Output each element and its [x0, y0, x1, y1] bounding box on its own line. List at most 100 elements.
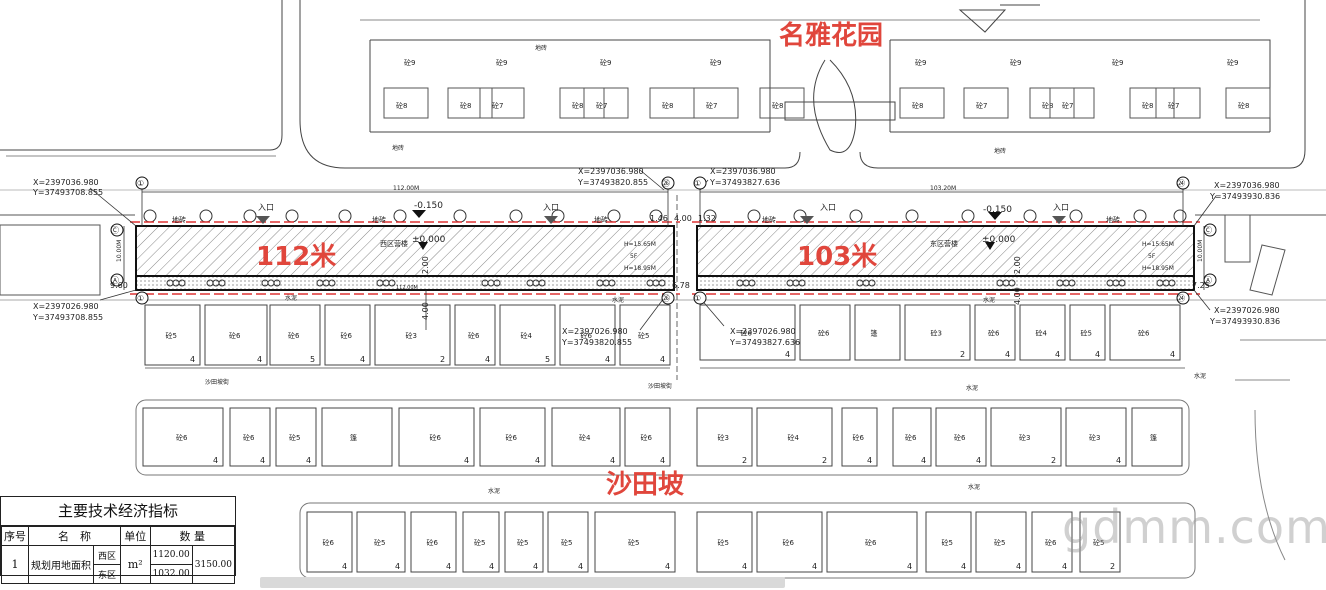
- building-outline: [306, 511, 353, 573]
- building-label: 砼6: [506, 433, 518, 442]
- building-label: 砼3: [931, 329, 942, 338]
- cement-5: 水泥: [488, 487, 500, 495]
- floor-count: 4: [1170, 350, 1175, 359]
- coord-bm1-x: X=2397026.980: [562, 327, 628, 336]
- floor-count: 2: [440, 355, 445, 364]
- floor-count: 5: [545, 355, 550, 364]
- tech-indicator-table: 主要技术经济指标 序号 名 称 单位 数 量 1 规划用地面积 西区 m² 11…: [0, 496, 236, 584]
- axis-24-top: ㉔: [1177, 179, 1185, 188]
- building-label: 砼6: [905, 433, 917, 442]
- height-w2: H=18.95M: [624, 265, 656, 272]
- table-row: 1 规划用地面积 西区 m² 1120.00 3150.00: [1, 545, 236, 584]
- building-outline: [1069, 304, 1106, 361]
- entrance-arrows: [256, 210, 1066, 250]
- building-label: 砼8: [1142, 101, 1153, 110]
- floor-count: 4: [660, 355, 665, 364]
- building-label: 砼5: [1081, 329, 1092, 338]
- east-block-name: 东区营楼: [930, 239, 958, 248]
- building-label: 砼5: [638, 331, 649, 340]
- building-label: 砼5: [718, 538, 729, 547]
- building-label: 砼6: [229, 331, 241, 340]
- coord-tm2-y: Y=37493827.636: [709, 178, 780, 187]
- building-label: 砼7: [492, 101, 503, 110]
- building-outline: [204, 304, 268, 366]
- building-label: 砼3: [1019, 433, 1030, 442]
- building-outline: [410, 511, 457, 573]
- building-label: 砼6: [865, 538, 877, 547]
- elev-zero-east: ±0.000: [982, 235, 1016, 245]
- building-label: 砼6: [818, 329, 830, 338]
- building-outline: [904, 304, 971, 361]
- floor-count: 2: [742, 456, 747, 465]
- coord-bm2-x: X=2397026.980: [730, 327, 796, 336]
- west-block: [130, 221, 680, 295]
- floor-count: 4: [742, 562, 747, 571]
- floor-count: 4: [535, 456, 540, 465]
- building-outline: [275, 407, 317, 467]
- tree-icon: [607, 209, 621, 223]
- building-label: 砼8: [1238, 101, 1249, 110]
- building-label: 砼7: [596, 101, 607, 110]
- dim-setback-w: 2.00: [421, 256, 430, 274]
- building-outline: [826, 511, 918, 573]
- coord-bl-y: Y=37493708.855: [32, 313, 103, 322]
- floor-count: 4: [961, 562, 966, 571]
- floor-count: 4: [190, 355, 195, 364]
- coord-tr-x: X=2397036.980: [1214, 181, 1280, 190]
- building-label: 砼6: [581, 331, 593, 340]
- building-outline: [699, 304, 796, 361]
- building-label: 砼5: [561, 538, 572, 547]
- table-header-row: 序号 名 称 单位 数 量: [1, 526, 236, 546]
- elev-east: -0.150: [983, 205, 1012, 215]
- height-e2: H=18.95M: [1142, 265, 1174, 272]
- floor-count: 4: [395, 562, 400, 571]
- building-outline: [693, 87, 739, 119]
- paving-5: 地砖: [1106, 215, 1120, 224]
- cement-7: 水泥: [1194, 372, 1206, 380]
- building-label: 砼9: [710, 58, 721, 67]
- tree-icon: [1173, 209, 1187, 223]
- building-label: 砼9: [496, 58, 507, 67]
- col-unit: 单位: [119, 526, 151, 546]
- indicator-grid: 序号 名 称 单位 数 量 1 规划用地面积 西区 m² 1120.00 315…: [1, 526, 236, 584]
- building-label: 砼6: [176, 433, 188, 442]
- building-outline: [1129, 87, 1175, 119]
- road-label-1: 沙田坡街: [205, 378, 229, 386]
- building-label: 砼5: [374, 538, 385, 547]
- dim-gap-right: 1.32: [698, 214, 716, 223]
- axis-24-bottom: ㉔: [1177, 294, 1185, 303]
- elev-zero-west: ±0.000: [412, 235, 446, 245]
- building-label: 砼6: [468, 331, 480, 340]
- floor-count: 4: [812, 562, 817, 571]
- building-label: 砼6: [341, 331, 353, 340]
- dim-w-left-gap: 1.46: [650, 214, 668, 223]
- building-outline: [321, 407, 393, 467]
- neighborhood-bottom-label: 沙田坡: [606, 470, 684, 500]
- floor-count: 4: [306, 456, 311, 465]
- floor-count: 4: [907, 562, 912, 571]
- dim-setback2-w: 4.00: [421, 302, 430, 320]
- building-outline: [462, 511, 500, 573]
- row-unit: m²: [119, 545, 151, 584]
- building-label: 砼6: [988, 329, 1000, 338]
- building-outline: [1131, 407, 1183, 467]
- elev-west: -0.150: [414, 201, 443, 211]
- building-label: 砼9: [600, 58, 611, 67]
- coord-bm2-y: Y=37493827.636: [729, 338, 800, 347]
- building-label: 砼5: [474, 538, 485, 547]
- row-no: 1: [1, 545, 29, 584]
- cement-2: 水泥: [612, 296, 624, 304]
- paving-4: 地砖: [762, 215, 776, 224]
- building-outline: [854, 304, 901, 361]
- building-label: 砼6: [783, 538, 795, 547]
- building-label: 砼3: [406, 331, 417, 340]
- horizontal-scrollbar[interactable]: [260, 577, 785, 588]
- building-label: 砼9: [915, 58, 926, 67]
- building-outline: [559, 87, 605, 119]
- tree-icon: [1133, 209, 1147, 223]
- building-outline: [1225, 87, 1271, 119]
- floor-count: 4: [665, 562, 670, 571]
- coord-tr-y: Y=37493930.836: [1209, 192, 1280, 201]
